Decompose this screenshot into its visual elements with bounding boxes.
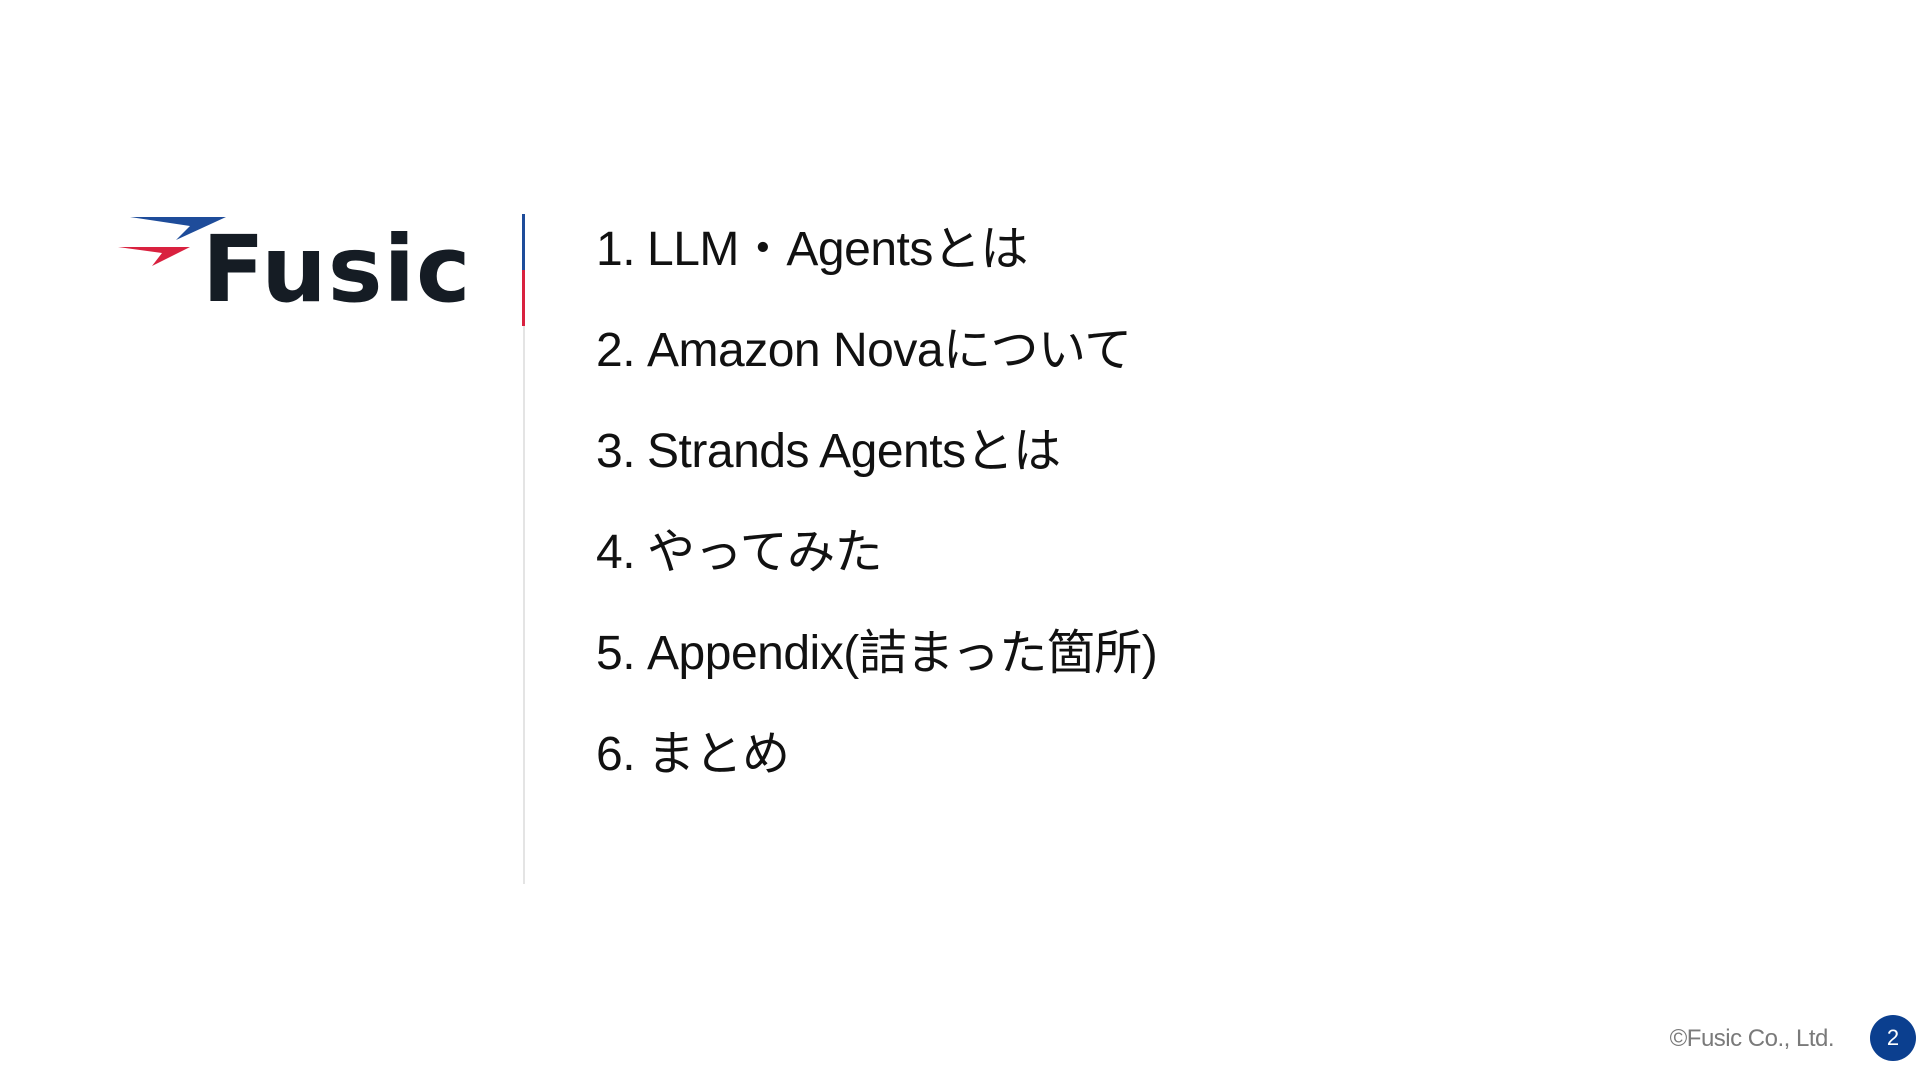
agenda-item-number: 1.: [596, 223, 636, 276]
agenda-item-number: 5.: [596, 627, 636, 680]
agenda-item-text: LLM・Agentsとは: [647, 223, 1028, 276]
divider-accent-red: [522, 270, 525, 326]
agenda-item: 5.Appendix(詰まった箇所): [596, 622, 1158, 723]
agenda-item-text: Appendix(詰まった箇所): [647, 627, 1158, 680]
copyright-text: ©Fusic Co., Ltd.: [1669, 1025, 1835, 1052]
agenda-item-text: まとめ: [647, 728, 790, 781]
agenda-item-text: Strands Agentsとは: [647, 425, 1061, 478]
fusic-logo: Fusic: [118, 214, 471, 324]
page-number-badge: 2: [1870, 1015, 1916, 1061]
fusic-swoosh-icon: [118, 217, 226, 266]
divider-accent-blue: [522, 214, 525, 270]
vertical-divider: [523, 214, 525, 884]
agenda-item-text: やってみた: [647, 526, 883, 579]
agenda-item-number: 2.: [596, 324, 636, 377]
agenda-item-number: 3.: [596, 425, 636, 478]
agenda-item: 6.まとめ: [596, 723, 1157, 824]
agenda-item: 3.Strands Agentsとは: [596, 420, 1157, 521]
agenda-item: 4.やってみた: [596, 521, 1157, 622]
agenda-item: 2.Amazon Novaについて: [596, 319, 1157, 420]
agenda-item: 1.LLM・Agentsとは: [596, 218, 1157, 319]
agenda-item-number: 4.: [596, 526, 636, 579]
agenda-list: 1.LLM・Agentsとは 2.Amazon Novaについて 3.Stran…: [596, 218, 1158, 824]
agenda-item-text: Amazon Novaについて: [647, 324, 1132, 377]
logo-wordmark: Fusic: [202, 216, 472, 323]
agenda-item-number: 6.: [596, 728, 636, 781]
